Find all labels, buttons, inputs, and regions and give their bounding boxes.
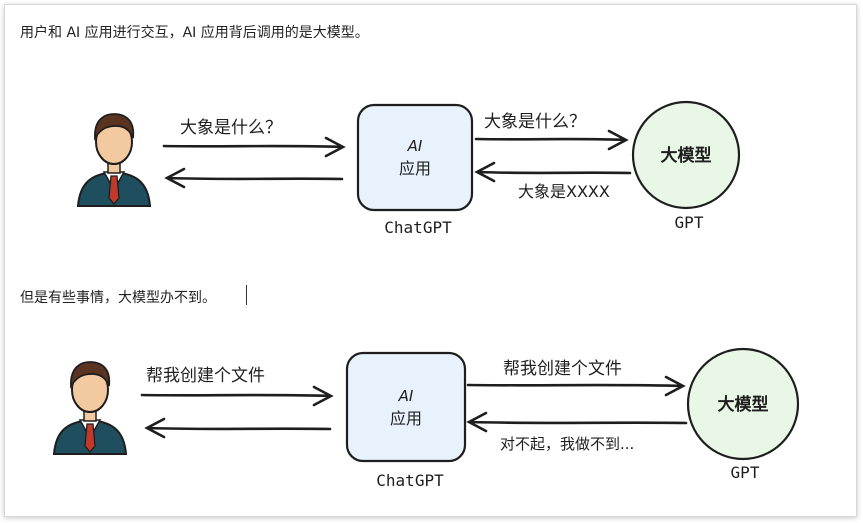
app-request-label: 大象是什么？ [484,112,586,132]
model-label: 大模型 [661,145,712,166]
ai-app-box [356,103,474,212]
model-request-arrow [466,375,686,397]
second-paragraph: 但是有些事情，大模型办不到。 [20,290,216,306]
model-response-arrow [474,161,632,183]
app-subtitle: 应用 [390,409,422,428]
model-request-arrow [474,129,629,151]
app-title: AI [398,387,414,405]
model-label: 大模型 [718,394,769,415]
app-title: AI [407,137,423,155]
user-icon [77,113,151,207]
model-response-label: 对不起，我做不到... [500,435,634,453]
app-name-label: ChatGPT [376,471,444,490]
llm-circle [686,347,800,461]
request-arrow [162,136,346,158]
diagram-2: 帮我创建个文件 AI 应用 ChatGPT 帮我创建个文件 对不起，我做不到..… [53,347,800,490]
llm-circle [631,100,741,210]
model-response-label: 大象是XXXX [518,182,610,201]
response-arrow [144,417,332,439]
user-request-label: 大象是什么？ [180,118,282,138]
model-name-label: GPT [731,463,760,482]
app-name-label: ChatGPT [384,218,452,237]
ai-app-box [345,351,467,463]
user-request-label: 帮我创建个文件 [146,366,265,386]
request-arrow [140,385,334,407]
intro-paragraph: 用户和 AI 应用进行交互，AI 应用背后调用的是大模型。 [20,25,369,41]
text-cursor [246,285,247,305]
model-name-label: GPT [675,213,704,232]
app-subtitle: 应用 [399,159,431,178]
diagram-1: 大象是什么？ AI 应用 ChatGPT 大象是什么？ 大象是XXXX 大模型 … [77,100,741,237]
model-response-arrow [466,411,688,433]
response-arrow [164,167,344,189]
app-request-label: 帮我创建个文件 [503,359,622,379]
user-icon [53,361,127,455]
